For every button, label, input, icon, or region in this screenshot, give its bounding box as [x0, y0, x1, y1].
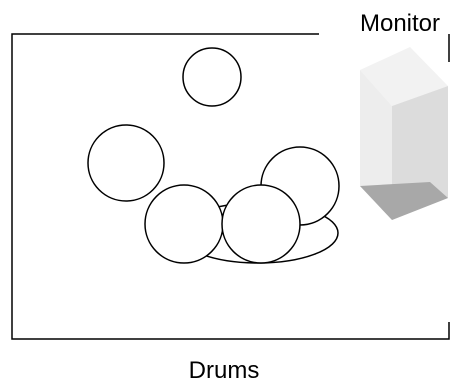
monitor-speaker: [360, 47, 448, 220]
drums-label: Drums: [189, 357, 260, 384]
monitor-front-face: [360, 70, 392, 220]
tom-1: [144, 184, 224, 264]
tom-2: [221, 184, 301, 264]
hihat-left: [87, 124, 165, 202]
drum-kit: [87, 47, 340, 264]
monitor-label: Monitor: [360, 10, 440, 37]
monitor-top-face: [360, 47, 448, 106]
monitor-bottom-face: [360, 182, 448, 220]
room-outline: [11, 33, 450, 340]
cymbal-top: [182, 47, 242, 107]
